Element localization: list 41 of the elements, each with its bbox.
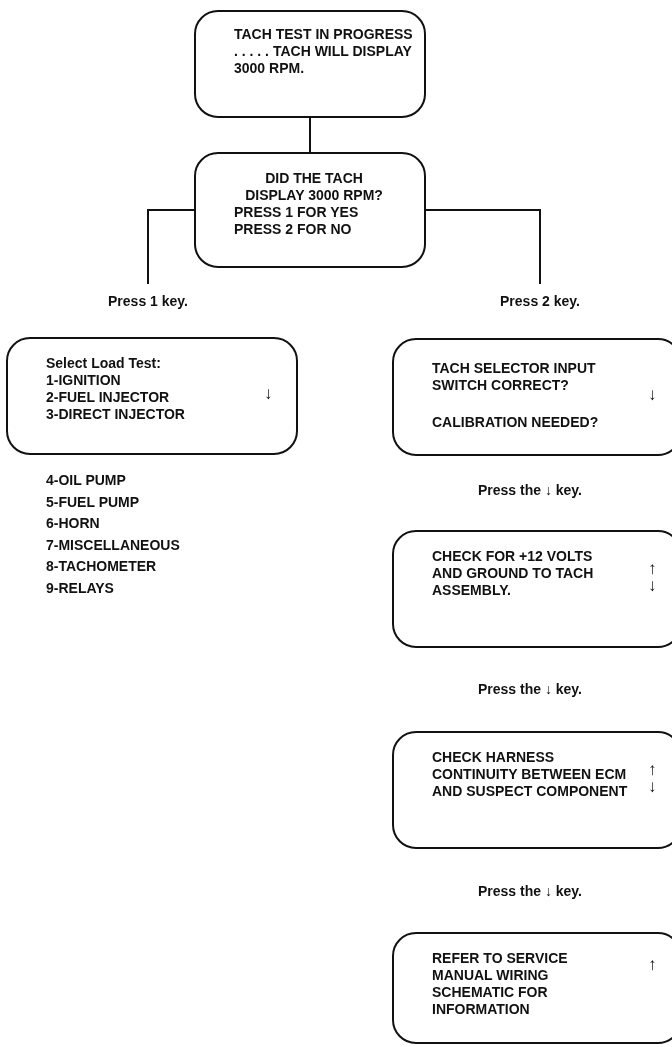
display-screen-box [6,337,298,455]
display-screen-box [194,152,426,268]
key-instruction: Press 2 key. [485,292,595,310]
key-instruction: Press the ↓ key. [477,680,583,698]
key-instruction: Press 1 key. [93,292,203,310]
menu-option-text: 4-OIL PUMP [46,471,127,490]
screen-text: 2-FUEL INJECTOR [46,389,171,406]
screen-text: Select Load Test: [46,355,162,372]
connector-line [309,117,311,153]
screen-text: 1-IGNITION [46,372,122,389]
screen-text: PRESS 2 FOR NO [234,221,353,238]
display-screen-box [392,530,672,648]
screen-text: 3-DIRECT INJECTOR [46,406,186,423]
key-instruction: Press the ↓ key. [477,882,583,900]
screen-text: PRESS 1 FOR YES [234,204,360,221]
scroll-arrow: ↑ [648,761,657,778]
scroll-arrow: ↓ [264,385,273,402]
screen-text: DID THE TACH DISPLAY 3000 RPM? [244,170,384,204]
scroll-arrow: ↓ [648,577,657,594]
connector-line [425,209,541,285]
display-screen-box [392,932,672,1044]
display-screen-box [194,10,426,118]
menu-option-text: 7-MISCELLANEOUS [46,535,180,555]
scroll-arrow: ↓ [648,778,657,795]
scroll-arrow: ↓ [648,386,657,403]
screen-text: CALIBRATION NEEDED? [432,414,600,431]
screen-text: TACH SELECTOR INPUT SWITCH CORRECT? [432,360,597,394]
screen-text: REFER TO SERVICE MANUAL WIRING SCHEMATIC FOR INFORMATION [432,950,569,1018]
scroll-arrow: ↑ [648,560,657,577]
menu-option-text: 9-RELAYS [46,578,115,598]
scroll-arrow: ↑ [648,956,657,973]
screen-text: TACH TEST IN PROGRESS . . . . . TACH WILL DISPLAY 3000 RPM. [234,26,414,77]
key-instruction: Press the ↓ key. [477,481,583,499]
screen-text: CHECK FOR +12 VOLTS AND GROUND TO TACH ASSEMBLY. [432,548,595,599]
display-screen-box [392,731,672,849]
menu-option-text: 5-FUEL PUMP [46,492,141,512]
display-screen-box [392,338,672,456]
menu-option-text: 6-HORN [46,514,101,533]
menu-option-text: 8-TACHOMETER [46,557,158,576]
connector-line [147,209,195,285]
screen-text: CHECK HARNESS CONTINUITY BETWEEN ECM AND SUSPECT COMPONENT [432,749,629,800]
